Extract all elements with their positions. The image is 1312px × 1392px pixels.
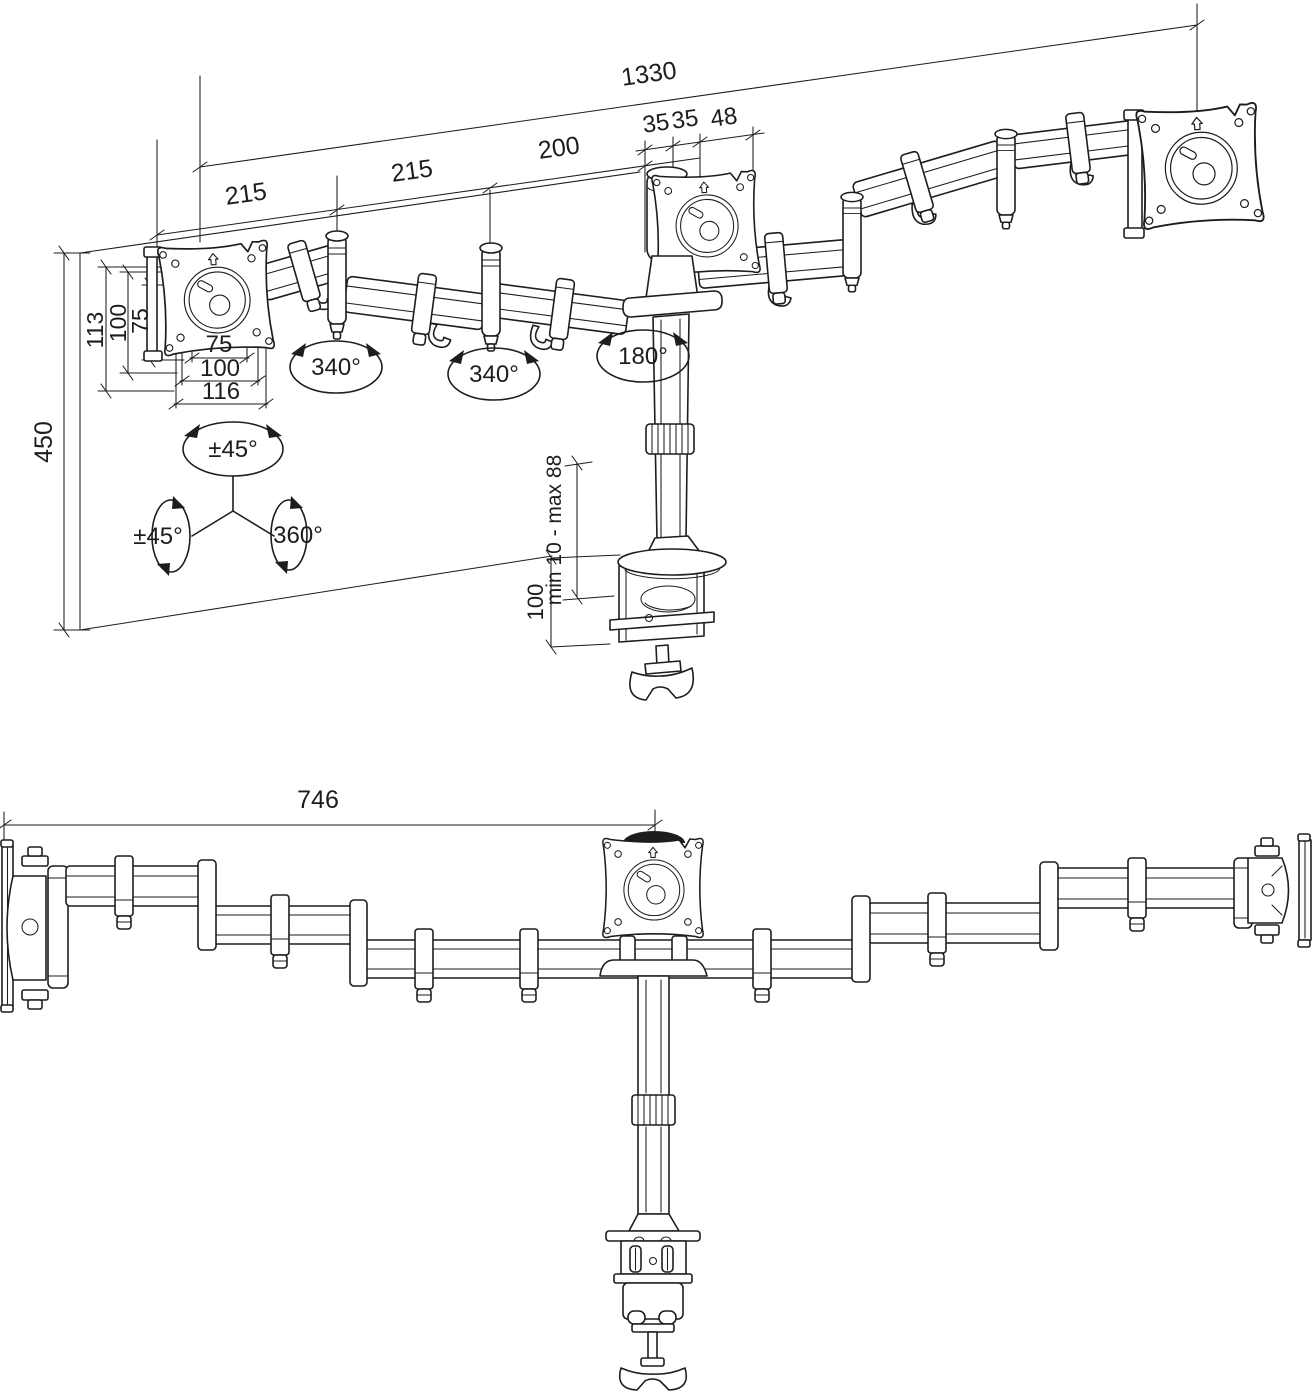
- label-elbow-rotation-1: 340°: [311, 354, 361, 381]
- dim-plate-height-overall: 113: [82, 312, 108, 349]
- label-swivel-range: 360°: [273, 522, 323, 549]
- dim-center-spacing-left: 35: [641, 108, 671, 138]
- dim-arm-segment-2: 215: [389, 154, 434, 188]
- support-column-top-view: [631, 975, 676, 1215]
- center-plate-cap: [623, 831, 685, 843]
- desk-clamp-top-view: [605, 1213, 701, 1391]
- dim-vesa-vertical-75: 75: [127, 308, 153, 334]
- label-elbow-rotation-2: 340°: [469, 361, 519, 388]
- dim-center-spacing-right: 35: [670, 104, 700, 134]
- dim-arm-segment-1: 215: [223, 177, 268, 211]
- dim-overall-width: 1330: [619, 56, 678, 91]
- rotation-badge-elbow-2: [447, 347, 541, 401]
- rotation-badge-swivel: [270, 496, 308, 574]
- left-plate-bracket: [143, 246, 163, 362]
- desk-clamp-front: [609, 548, 727, 701]
- rotation-badge-column: [596, 329, 690, 383]
- front-view: 1330 215 215 200 35 35 48 113 100 75 75 …: [30, 3, 1265, 701]
- rotation-badge-tilt-side: [151, 496, 191, 576]
- dim-desk-clamp-range: min 10 - max 88: [543, 455, 566, 606]
- dim-vesa-vertical-100: 100: [105, 304, 131, 342]
- dim-arm-segment-3: 200: [536, 131, 581, 165]
- dim-arm-reach: 746: [297, 786, 339, 814]
- dim-vesa-horizontal-75: 75: [206, 331, 233, 358]
- dim-column-height: 450: [30, 421, 58, 463]
- rotation-badge-elbow-1: [289, 340, 383, 394]
- right-plate-edge: [1233, 833, 1312, 948]
- dim-plate-width-overall: 116: [202, 378, 240, 405]
- dim-vesa-horizontal-100: 100: [200, 355, 240, 382]
- label-tilt-range-top: ±45°: [208, 436, 257, 463]
- rotation-badge-tilt: [182, 421, 284, 537]
- center-plate-base: [622, 255, 723, 318]
- dim-line-arm-reach: [0, 809, 663, 861]
- vesa-plate-right: [1135, 101, 1265, 231]
- reference-plane: [79, 171, 641, 631]
- top-view: 746: [0, 786, 1312, 1391]
- vesa-plate-top-view-center: [602, 837, 704, 939]
- dim-clamp-height: 100: [523, 584, 548, 621]
- center-plate-mount: [599, 935, 708, 977]
- left-plate-edge: [0, 839, 69, 1013]
- dimension-lines: [53, 3, 1205, 655]
- label-tilt-range-side: ±45°: [133, 523, 182, 550]
- label-column-rotation: 180°: [618, 343, 668, 370]
- dim-center-spacing-outer: 48: [709, 102, 739, 132]
